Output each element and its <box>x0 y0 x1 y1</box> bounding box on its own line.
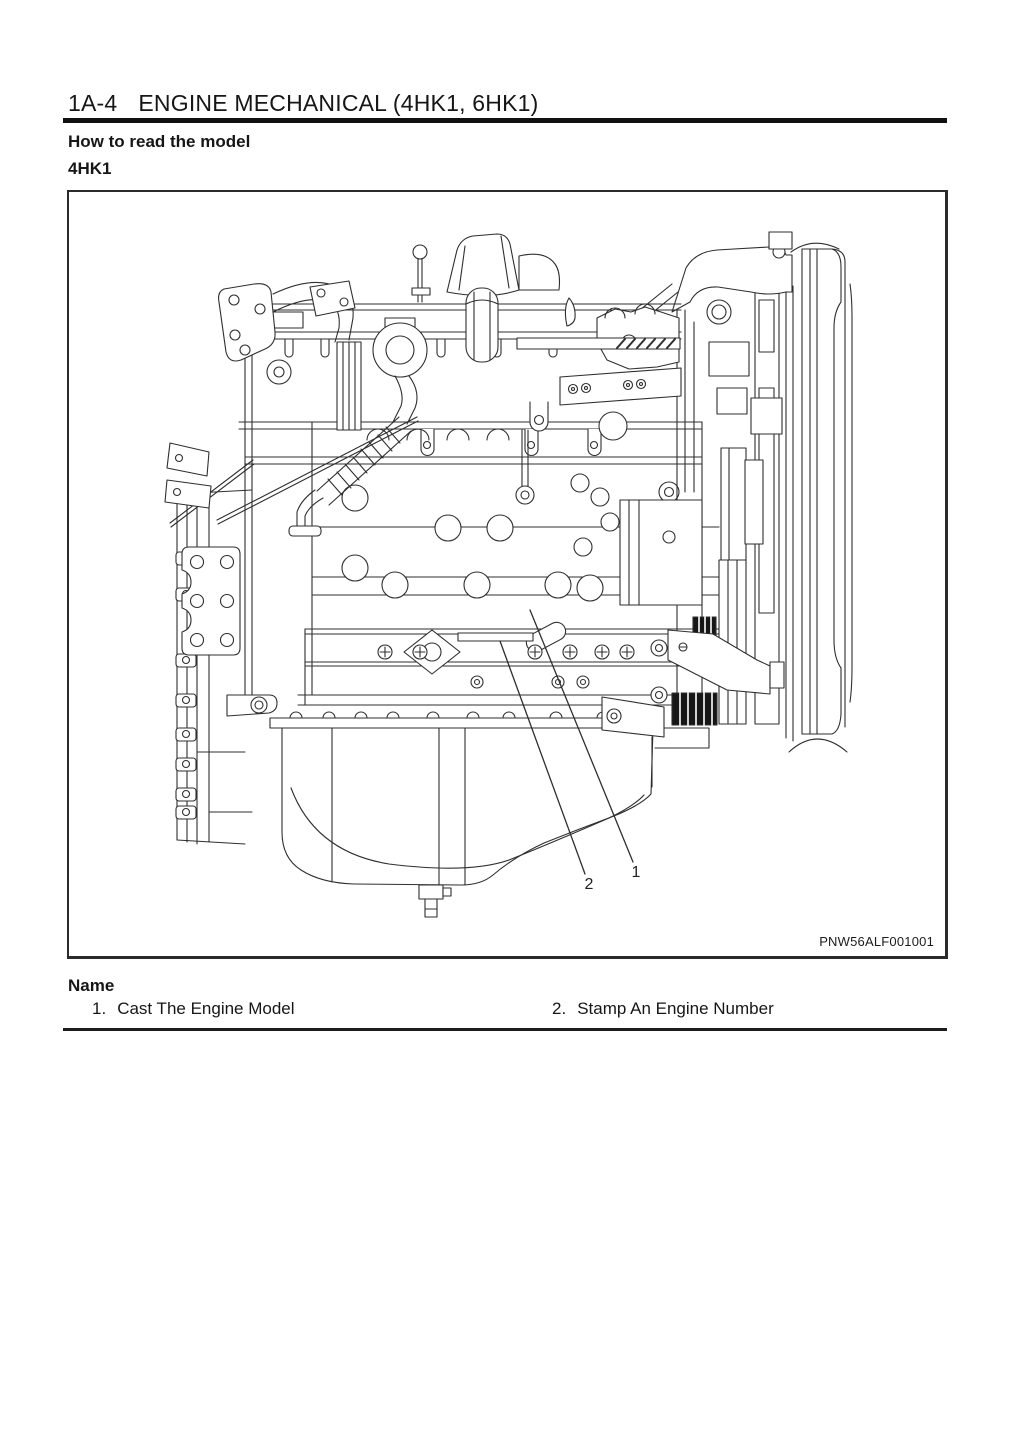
callout-1-label: 1 <box>631 864 641 881</box>
model-label: 4HK1 <box>68 159 112 178</box>
footer-rule <box>63 1028 947 1031</box>
header-rule <box>63 118 947 123</box>
figure-frame: 1 2 PNW56ALF001001 <box>67 190 948 959</box>
legend-item-number: 2. <box>552 999 567 1018</box>
legend-item: 1. Cast The Engine Model <box>92 999 295 1019</box>
page-title: ENGINE MECHANICAL (4HK1, 6HK1) <box>138 90 539 116</box>
engine-line-art <box>69 192 945 956</box>
legend-item-label: Stamp An Engine Number <box>577 999 774 1018</box>
figure-code: PNW56ALF001001 <box>819 934 934 949</box>
section-code: 1A-4 <box>68 90 118 116</box>
subtitle: How to read the model <box>68 132 251 151</box>
legend-item: 2. Stamp An Engine Number <box>552 999 774 1019</box>
page-header: 1A-4 ENGINE MECHANICAL (4HK1, 6HK1) <box>68 90 538 117</box>
legend-item-number: 1. <box>92 999 107 1018</box>
legend-heading: Name <box>68 976 115 995</box>
callout-2-label: 2 <box>584 876 594 893</box>
legend-item-label: Cast The Engine Model <box>117 999 295 1018</box>
